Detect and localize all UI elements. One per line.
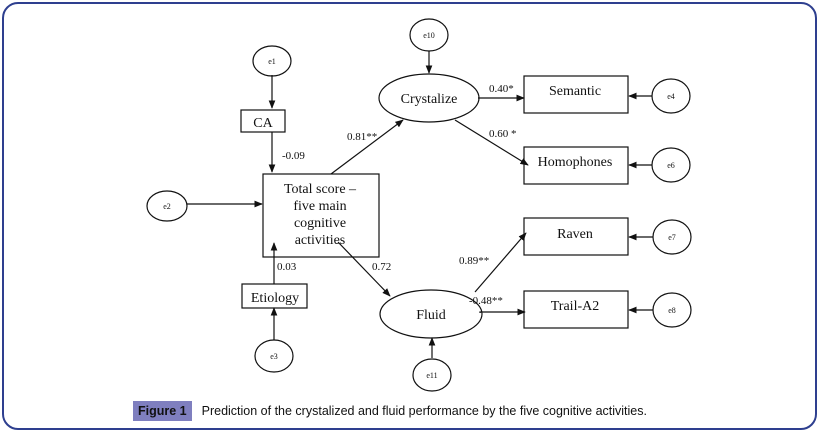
caption-text: Prediction of the crystalized and fluid …	[201, 404, 647, 418]
path-diagram: e1 e2 e3 e10 e4 e6 e7 e8 e11 CA Etiology…	[146, 18, 692, 392]
arrow-fluid-raven	[474, 232, 527, 293]
coef-crystalize-homophones: 0.60 *	[489, 128, 517, 140]
coef-etiology-total: 0.03	[277, 261, 297, 273]
arrow-total-fluid	[337, 241, 391, 297]
box-homophones	[523, 146, 629, 185]
label-crystalize: Crystalize	[401, 92, 458, 107]
arrow-fluid-trail	[479, 308, 526, 316]
error-e4	[651, 78, 691, 114]
label-homophones: Homophones	[538, 155, 613, 170]
label-total-2: five main	[293, 199, 346, 214]
label-e1: e1	[268, 57, 276, 66]
arrow-total-crystalize	[330, 119, 404, 175]
label-e6: e6	[667, 161, 675, 170]
box-semantic	[523, 75, 629, 114]
error-e11	[412, 358, 452, 392]
coef-ca-total: -0.09	[282, 150, 305, 162]
error-e2	[146, 190, 188, 222]
label-etiology: Etiology	[251, 291, 299, 306]
label-fluid: Fluid	[416, 308, 446, 323]
label-raven: Raven	[557, 227, 593, 242]
box-etiology	[241, 283, 308, 309]
label-semantic: Semantic	[549, 84, 601, 99]
latent-crystalize	[378, 73, 480, 123]
error-e1	[252, 45, 292, 77]
label-total-4: activities	[295, 233, 346, 248]
error-e8	[652, 292, 692, 328]
label-e8: e8	[668, 306, 676, 315]
label-e2: e2	[163, 202, 171, 211]
label-trail: Trail-A2	[551, 299, 600, 314]
label-ca: CA	[253, 116, 273, 131]
box-trail	[523, 290, 629, 329]
figure-label: Figure 1	[133, 401, 192, 421]
figure-caption: Figure 1 Prediction of the crystalized a…	[133, 401, 647, 421]
coef-fluid-trail: -0.48**	[469, 295, 503, 307]
coef-total-crystalize: 0.81**	[347, 131, 377, 143]
label-e3: e3	[270, 352, 278, 361]
figure-frame	[2, 2, 817, 430]
label-e10: e10	[423, 31, 435, 40]
label-e7: e7	[668, 233, 676, 242]
coef-fluid-raven: 0.89**	[459, 255, 489, 267]
coef-total-fluid: 0.72	[372, 261, 391, 273]
label-total-1: Total score –	[284, 182, 357, 197]
box-total	[262, 173, 380, 258]
error-e10	[409, 18, 449, 52]
label-e11: e11	[426, 371, 437, 380]
label-total-3: cognitive	[294, 216, 346, 231]
box-raven	[523, 217, 629, 256]
box-ca	[240, 109, 286, 133]
latent-fluid	[379, 289, 483, 339]
arrow-crystalize-homophones	[454, 119, 529, 166]
error-e3	[254, 339, 294, 373]
coef-crystalize-semantic: 0.40*	[489, 83, 514, 95]
error-e7	[652, 219, 692, 255]
error-e6	[651, 147, 691, 183]
label-e4: e4	[667, 92, 675, 101]
